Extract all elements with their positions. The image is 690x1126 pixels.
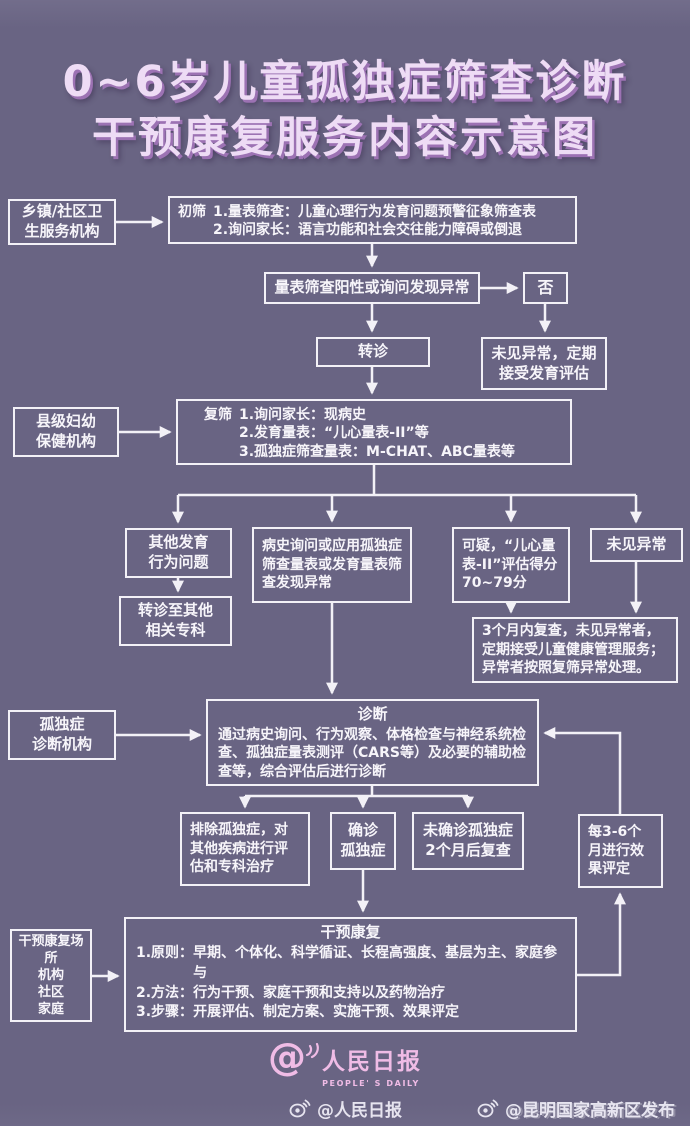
weibo-icon	[289, 1099, 311, 1118]
box-intervention-org-line2: 机构	[37, 967, 64, 983]
box-suspicious-score-text: 可疑，“儿心量表-II”评估得分70~79分	[462, 538, 558, 592]
initial-screening-item1: 1.量表筛查：儿童心理行为发育问题预警征象筛查表	[213, 204, 537, 220]
box-diagnosis: 诊断 通过病史询问、行为观察、体格检查与神经系统检查、孤独症量表测评（CARS等…	[206, 699, 539, 786]
box-diagnosis-body: 通过病史询问、行为观察、体格检查与神经系统检查、孤独症量表测评（CARS等）及必…	[218, 726, 526, 780]
rescreening-item1: 1.询问家长：现病史	[239, 407, 367, 423]
box-rescreening: 复筛 1.询问家长：现病史 2.发育量表：“儿心量表-II”等 3.孤独症筛查量…	[176, 399, 572, 465]
box-refer-other-specialty-line2: 相关专科	[145, 621, 206, 639]
peoples-daily-logo: @ 人民日报 PEOPLE' S DAILY	[0, 1035, 690, 1088]
page-title-line1: 0~6岁儿童孤独症筛查诊断	[62, 57, 628, 107]
box-intervention-org-line3: 社区	[37, 985, 64, 1001]
intervention-item2-text: 行为干预、家庭干预和支持以及药物治疗	[193, 984, 446, 1001]
box-other-dev-issues-line1: 其他发育	[148, 533, 209, 552]
initial-screening-item2: 2.询问家长：语言功能和社会交往能力障碍或倒退	[213, 222, 523, 239]
logo-name: 人民日报	[322, 1049, 422, 1075]
watermark-kunming-text: @昆明国家高新区发布	[505, 1101, 675, 1121]
box-positive-result: 量表筛查阳性或询问发现异常	[264, 272, 480, 304]
box-intervention-title: 干预康复	[320, 923, 381, 941]
box-initial-screening: 初筛 1.量表筛查：儿童心理行为发育问题预警征象筛查表 2.询问家长：语言功能和…	[168, 196, 577, 244]
box-referral-text: 转诊	[357, 342, 388, 361]
box-intervention-org-line4: 家庭	[37, 1002, 64, 1018]
box-refer-other-specialty-line1: 转诊至其他	[137, 601, 213, 620]
box-exclude-autism: 排除孤独症，对其他疾病进行评估和专科治疗	[180, 812, 310, 886]
box-diagnosis-org: 孤独症 诊断机构	[8, 710, 116, 760]
at-icon: @	[268, 1035, 306, 1079]
box-township-org: 乡镇/社区卫 生服务机构	[8, 199, 116, 245]
box-confirmed-autism-line1: 确诊	[347, 821, 378, 840]
box-confirmed-autism-line2: 孤独症	[340, 841, 386, 859]
box-not-confirmed-line1: 未确诊孤独症	[422, 821, 513, 840]
watermark-kunming: @昆明国家高新区发布	[477, 1096, 675, 1121]
box-history-abnormal-text: 病史询问或应用孤独症筛查量表或发育量表筛查发现异常	[262, 538, 402, 592]
box-effect-evaluation: 每3-6个月进行效果评定	[578, 814, 663, 888]
watermark-peoples-daily-text: @人民日报	[317, 1101, 402, 1121]
box-history-abnormal: 病史询问或应用孤独症筛查量表或发育量表筛查发现异常	[252, 527, 412, 603]
box-county-org-line1: 县级妇幼	[35, 412, 96, 431]
box-diagnosis-org-line1: 孤独症	[39, 715, 85, 734]
intervention-item3-text: 开展评估、制定方案、实施干预、效果评定	[193, 1004, 460, 1021]
page-title: 0~6岁儿童孤独症筛查诊断 干预康复服务内容示意图	[0, 54, 690, 166]
box-suspicious-score: 可疑，“儿心量表-II”评估得分70~79分	[452, 527, 570, 603]
intervention-item1-label: 1.原则：	[136, 944, 194, 961]
page-title-line2: 干预康复服务内容示意图	[92, 113, 598, 163]
weibo-icon	[477, 1099, 499, 1118]
box-recheck-3-months-text: 3个月内复查，未见异常者，定期接受儿童健康管理服务；异常者按照复筛异常处理。	[482, 623, 664, 677]
rescreening-item3: 3.孤独症筛查量表：M-CHAT、ABC量表等	[239, 443, 515, 460]
box-diagnosis-title: 诊断	[357, 705, 388, 723]
box-county-org: 县级妇幼 保健机构	[13, 407, 119, 457]
box-no-abnormal-periodic-line2: 接受发育评估	[498, 363, 589, 382]
box-other-dev-issues: 其他发育 行为问题	[125, 528, 232, 578]
box-no-abnormal-periodic-line1: 未见异常，定期	[491, 343, 597, 362]
box-intervention: 干预康复 1.原则： 早期、个体化、科学循证、长程高强度、基层为主、家庭参与 2…	[124, 917, 577, 1032]
intervention-item2-label: 2.方法：	[136, 984, 194, 1001]
box-no: 否	[523, 272, 568, 304]
box-confirmed-autism: 确诊 孤独症	[330, 812, 396, 870]
box-positive-result-text: 量表筛查阳性或询问发现异常	[274, 278, 470, 297]
signal-waves-icon	[305, 1043, 319, 1059]
box-county-org-line2: 保健机构	[35, 432, 96, 450]
box-exclude-autism-text: 排除孤独症，对其他疾病进行评估和专科治疗	[190, 822, 288, 876]
box-referral: 转诊	[316, 337, 430, 367]
box-township-org-line2: 生服务机构	[24, 222, 100, 240]
box-no-abnormal: 未见异常	[590, 528, 683, 562]
box-effect-evaluation-text: 每3-6个月进行效果评定	[588, 824, 644, 878]
logo-subtitle: PEOPLE' S DAILY	[322, 1079, 420, 1088]
box-not-confirmed: 未确诊孤独症 2个月后复查	[412, 812, 524, 870]
box-recheck-3-months: 3个月内复查，未见异常者，定期接受儿童健康管理服务；异常者按照复筛异常处理。	[472, 617, 678, 683]
rescreening-label: 复筛	[204, 407, 232, 423]
box-other-dev-issues-line2: 行为问题	[148, 553, 209, 571]
initial-screening-label: 初筛	[178, 204, 206, 220]
box-intervention-org: 干预康复场所 机构 社区 家庭	[10, 929, 92, 1022]
box-refer-other-specialty: 转诊至其他 相关专科	[119, 596, 232, 646]
rescreening-item2: 2.发育量表：“儿心量表-II”等	[239, 425, 429, 442]
watermark-peoples-daily: @人民日报	[289, 1096, 402, 1121]
intervention-item3-label: 3.步骤：	[136, 1004, 194, 1021]
box-not-confirmed-line2: 2个月后复查	[425, 841, 511, 859]
box-township-org-line1: 乡镇/社区卫	[21, 202, 103, 221]
box-no-abnormal-periodic: 未见异常，定期 接受发育评估	[481, 337, 607, 390]
box-no-abnormal-text: 未见异常	[606, 535, 667, 554]
box-diagnosis-org-line2: 诊断机构	[31, 735, 92, 753]
box-no-text: 否	[537, 278, 554, 298]
box-intervention-org-line1: 干预康复场所	[18, 933, 84, 966]
intervention-item1-text: 早期、个体化、科学循证、长程高强度、基层为主、家庭参与	[193, 944, 558, 981]
